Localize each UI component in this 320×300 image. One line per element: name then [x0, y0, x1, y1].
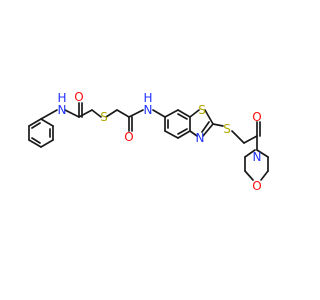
- atom-label-layer: N H O S O N H S N S O N O: [57, 90, 261, 193]
- morpholine-oxygen-label: O: [252, 179, 261, 193]
- thiazole-nitrogen-label: N: [196, 131, 205, 145]
- thioether2-sulfur-label: S: [223, 122, 231, 136]
- amide1-oxygen-label: O: [74, 90, 83, 104]
- amide3-oxygen-label: O: [252, 110, 261, 124]
- amide2-oxygen-label: O: [124, 130, 133, 144]
- thioether1-sulfur-label: S: [100, 110, 108, 124]
- amide1-hydrogen-label: H: [57, 91, 66, 105]
- molecule-structure: N H O S O N H S N S O N O: [28, 90, 269, 193]
- thiazole-sulfur-label: S: [198, 103, 206, 117]
- amide2-nitrogen-label: N: [144, 103, 153, 117]
- amide2-hydrogen-label: H: [143, 91, 152, 105]
- bond-layer: [28, 102, 269, 181]
- amide1-nitrogen-label: N: [58, 103, 67, 117]
- morpholine-nitrogen-label: N: [253, 150, 262, 164]
